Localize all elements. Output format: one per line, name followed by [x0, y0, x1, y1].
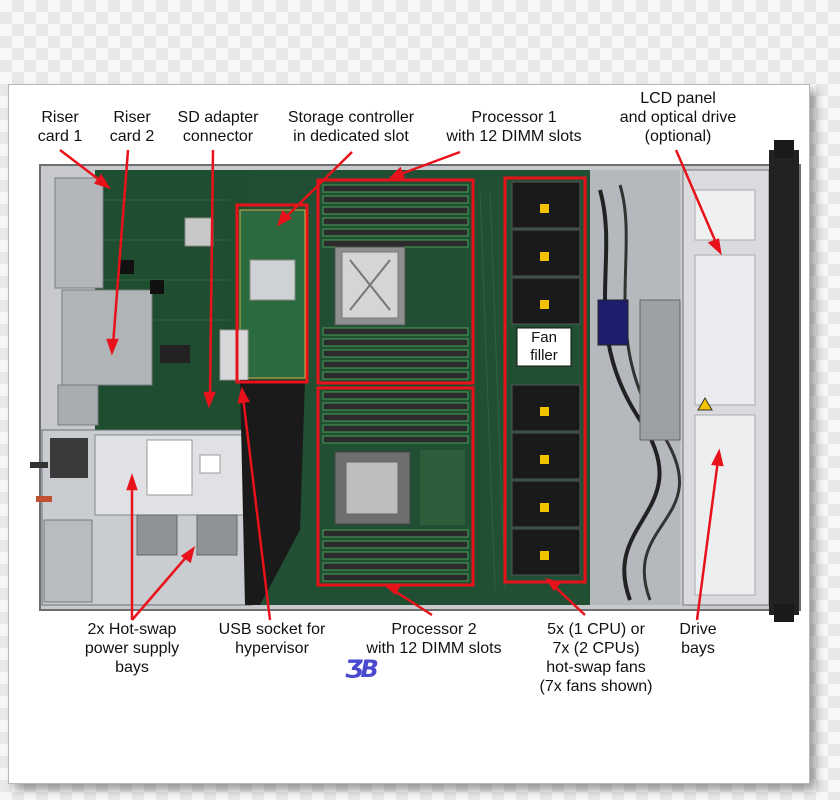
dimm-slots-processor-1	[322, 184, 469, 380]
fan-modules	[511, 181, 581, 576]
riser-card-2	[61, 289, 153, 386]
front-bezel	[769, 150, 799, 615]
processor-1-highlight	[316, 178, 475, 385]
airflow-baffle	[240, 380, 305, 605]
storage-controller-highlight	[235, 203, 309, 384]
watermark-logo: ƷB	[345, 655, 379, 683]
callout-arrows	[59, 149, 724, 621]
dimm-slots-processor-2	[322, 391, 469, 582]
fan-filler-box	[516, 327, 572, 367]
fans-highlight	[503, 176, 587, 584]
riser-card-1	[54, 177, 104, 289]
